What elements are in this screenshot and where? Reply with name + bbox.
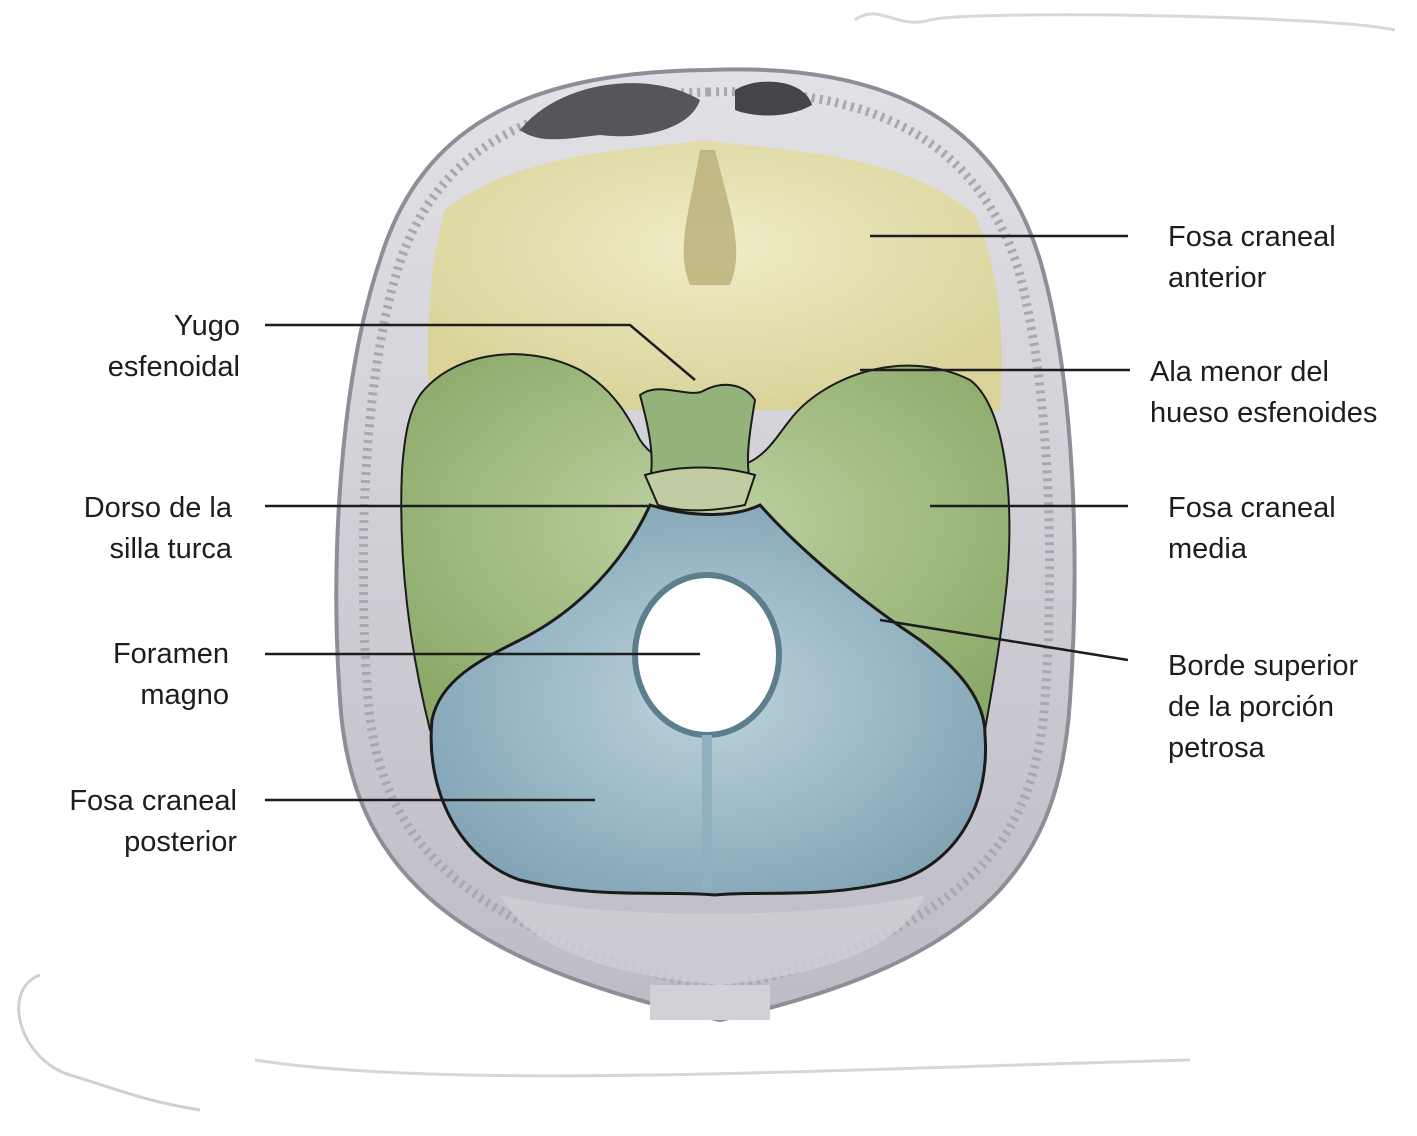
label-line: hueso esfenoides xyxy=(1150,397,1378,429)
edge-stroke-bottom xyxy=(254,1058,1191,1078)
crista-galli xyxy=(683,150,737,285)
leader-yugo xyxy=(265,323,696,381)
sella-turcica xyxy=(638,383,757,481)
label-line: Borde superior xyxy=(1168,650,1359,682)
label-fosa-craneal-anterior: Fosa craneal anterior xyxy=(1168,217,1336,299)
leader-lines xyxy=(265,234,1130,802)
label-line: Fosa craneal xyxy=(69,785,237,817)
frontal-sinus-right xyxy=(735,81,812,116)
frontal-sinus-left xyxy=(520,83,700,140)
label-line: esfenoidal xyxy=(107,351,240,383)
label-line: Foramen xyxy=(112,638,229,670)
label-line: petrosa xyxy=(1168,732,1265,764)
occipital-bone xyxy=(500,895,925,985)
label-line: Ala menor del xyxy=(1150,356,1329,388)
label-ala-menor-esfenoides: Ala menor del hueso esfenoides xyxy=(1150,352,1377,434)
edge-stroke-bottom-left xyxy=(17,973,201,1112)
label-line: silla turca xyxy=(109,533,233,565)
edge-stroke-top xyxy=(854,12,1396,32)
label-line: Fosa craneal xyxy=(1168,221,1336,253)
label-borde-superior-porcion-petrosa: Borde superior de la porción petrosa xyxy=(1168,646,1358,769)
label-foramen-magno: Foramen magno xyxy=(113,634,229,716)
leader-borde xyxy=(879,618,1129,662)
label-line: posterior xyxy=(124,826,237,858)
dorsum-sellae xyxy=(643,466,757,512)
label-line: magno xyxy=(140,679,229,711)
label-line: media xyxy=(1168,533,1247,565)
label-fosa-craneal-media: Fosa craneal media xyxy=(1168,488,1336,570)
label-line: anterior xyxy=(1168,262,1267,294)
label-line: Dorso de la xyxy=(83,492,232,524)
label-fosa-craneal-posterior: Fosa craneal posterior xyxy=(69,781,237,863)
label-dorso-silla-turca: Dorso de la silla turca xyxy=(84,488,232,570)
bone-stub-bottom xyxy=(650,985,770,1020)
label-line: Yugo xyxy=(173,310,240,342)
label-yugo-esfenoidal: Yugo esfenoidal xyxy=(108,306,240,388)
label-line: de la porción xyxy=(1168,691,1335,723)
label-line: Fosa craneal xyxy=(1168,492,1336,524)
